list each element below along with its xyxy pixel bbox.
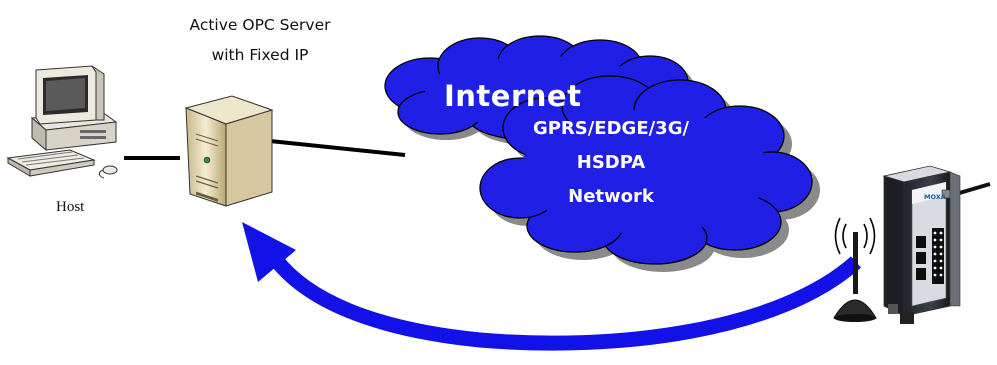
desktop-computer-icon: [6, 65, 118, 179]
server-title: Active OPC Server with Fixed IP: [150, 10, 370, 70]
host-label: Host: [56, 199, 85, 215]
cellular-cloud-line1: GPRS/EDGE/3G/: [532, 118, 690, 139]
server-tower-icon: [184, 95, 274, 207]
internet-cloud-label: Internet: [444, 79, 582, 113]
device-brand-label: MOXA: [924, 193, 946, 201]
server-title-line2: with Fixed IP: [211, 46, 309, 64]
server-cloud-link: [269, 139, 406, 157]
wireless-signal-icon: [834, 217, 876, 255]
antenna-icon: [833, 232, 877, 322]
arrow-head: [242, 222, 296, 282]
server-title-line1: Active OPC Server: [189, 16, 331, 34]
cellular-cloud-line3: Network: [568, 186, 654, 207]
data-flow-arrow: [261, 243, 861, 351]
cellular-cloud-label: GPRS/EDGE/3G/ HSDPA Network: [506, 112, 716, 214]
cellular-cloud-line2: HSDPA: [576, 152, 646, 173]
moxa-iologik-device-icon: [882, 165, 991, 324]
